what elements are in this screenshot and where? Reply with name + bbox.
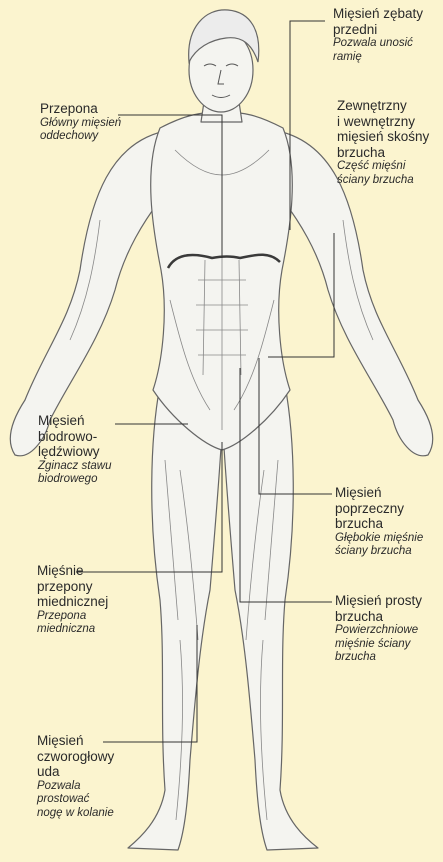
pelvic-label: Mięśnie przepony miednicznej Przepona mi… [37,563,137,637]
serratus-desc: Pozwala unosić ramię [333,37,441,64]
diaphragm-label: Przepona Główny mięsień oddechowy [40,101,150,144]
transversus-desc: Głębokie mięśnie ściany brzucha [335,532,441,559]
diaphragm-name: Przepona [40,101,150,117]
right-leg [223,385,318,850]
pelvic-name: Mięśnie przepony miednicznej [37,563,137,610]
obliques-desc: Część mięśni ściany brzucha [337,160,441,187]
iliopsoas-name: Mięsień biodrowo- lędźwiowy [38,413,138,460]
obliques-name: Zewnętrzny i wewnętrzny mięsień skośny b… [337,98,441,160]
iliopsoas-desc: Zginacz stawu biodrowego [38,460,138,487]
serratus-name: Mięsień zębaty przedni [333,6,441,37]
transversus-name: Mięsień poprzeczny brzucha [335,485,441,532]
quadriceps-name: Mięsień czworogłowy uda [37,733,137,780]
left-leg [128,385,222,850]
quadriceps-label: Mięsień czworogłowy uda Pozwala prostowa… [37,733,137,820]
serratus-label: Mięsień zębaty przedni Pozwala unosić ra… [333,6,441,64]
rectus-name: Mięsień prosty brzucha [335,593,443,624]
quadriceps-desc: Pozwala prostować nogę w kolanie [37,780,137,821]
left-arm [10,130,170,456]
pelvic-desc: Przepona miedniczna [37,610,137,637]
rectus-desc: Powierzchniowe mięśnie ściany brzucha [335,624,443,665]
iliopsoas-label: Mięsień biodrowo- lędźwiowy Zginacz staw… [38,413,138,487]
transversus-label: Mięsień poprzeczny brzucha Głębokie mięś… [335,485,441,559]
diaphragm-desc: Główny mięsień oddechowy [40,117,150,144]
obliques-label: Zewnętrzny i wewnętrzny mięsień skośny b… [337,98,441,187]
rectus-label: Mięsień prosty brzucha Powierzchniowe mi… [335,593,443,665]
